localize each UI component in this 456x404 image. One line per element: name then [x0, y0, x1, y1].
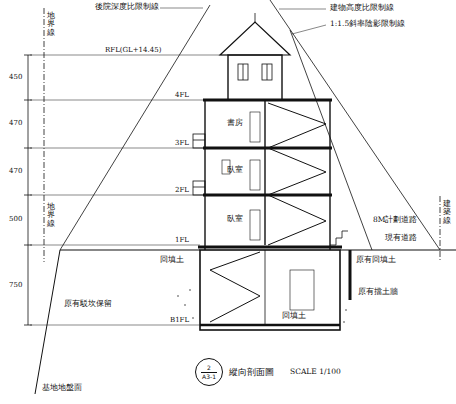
road-label: 8M計劃道路 [373, 216, 417, 225]
limit-line-label: 建物高度比限制線 [330, 4, 394, 13]
existing-slope [35, 250, 60, 394]
level-label: 4FL [175, 91, 189, 99]
limit-line-label: 後院深度比限制線 [95, 3, 159, 12]
level-label: 3FL [175, 139, 189, 147]
level-label: 2FL [175, 186, 189, 194]
stair-tower [220, 13, 290, 100]
dimension-ticks [24, 55, 32, 325]
level-label: 1FL [175, 236, 189, 244]
shadow-limit-line [290, 30, 372, 250]
section-bubble: 2A3-1 [195, 358, 223, 386]
scale-note: SCALE 1/100 [290, 368, 341, 377]
ground-line [60, 249, 200, 250]
room-label: 臥室 [227, 214, 243, 223]
openings [222, 112, 260, 240]
backfill-texture [177, 289, 346, 322]
exterior-steps [330, 231, 348, 245]
basement [200, 250, 340, 330]
rear-yard-limit-line [60, 5, 210, 250]
bubble-text: A3-1 [201, 372, 217, 380]
ground-label: 基地地盤面 [42, 384, 82, 393]
dimension-line [28, 55, 29, 325]
building-line [440, 196, 441, 262]
height-limit-line [270, 0, 440, 250]
level-label: B1FL [170, 316, 189, 324]
boundary-label: 建築線 [443, 200, 451, 225]
floor-slabs [198, 100, 342, 247]
road-label: 現有道路 [385, 234, 417, 243]
boundary-label: 地界線 [47, 12, 55, 37]
stair-flights [268, 103, 326, 245]
wall-label: 原有擋土牆 [358, 288, 398, 297]
limit-line-label: 1:1.5斜率陰影限制線 [330, 20, 405, 29]
fill-label: 回填土 [160, 256, 184, 265]
leader-lines [160, 8, 326, 34]
property-line [44, 8, 45, 262]
dimension-number: 470 [9, 119, 22, 127]
level-label: RFL(GL+14.45) [105, 46, 161, 54]
slope-label: 原有駁坎保留 [64, 300, 112, 309]
fill-label: 原有回填土 [356, 256, 396, 265]
dimension-number: 470 [9, 167, 22, 175]
dimension-number: 450 [9, 73, 22, 81]
balconies [193, 134, 205, 195]
fill-label: 回填土 [282, 312, 306, 321]
road-line [340, 249, 456, 250]
drawing-caption: 縱向剖面圖 [229, 366, 274, 379]
room-label: 書房 [227, 118, 243, 127]
level-lines [30, 55, 228, 325]
boundary-label: 地界線 [47, 203, 55, 228]
building-walls [205, 100, 330, 250]
dimension-number: 500 [9, 215, 22, 223]
retaining-wall [349, 250, 352, 300]
room-label: 臥室 [227, 165, 243, 174]
bubble-text: 2 [206, 364, 212, 371]
dimension-number: 750 [9, 281, 22, 289]
